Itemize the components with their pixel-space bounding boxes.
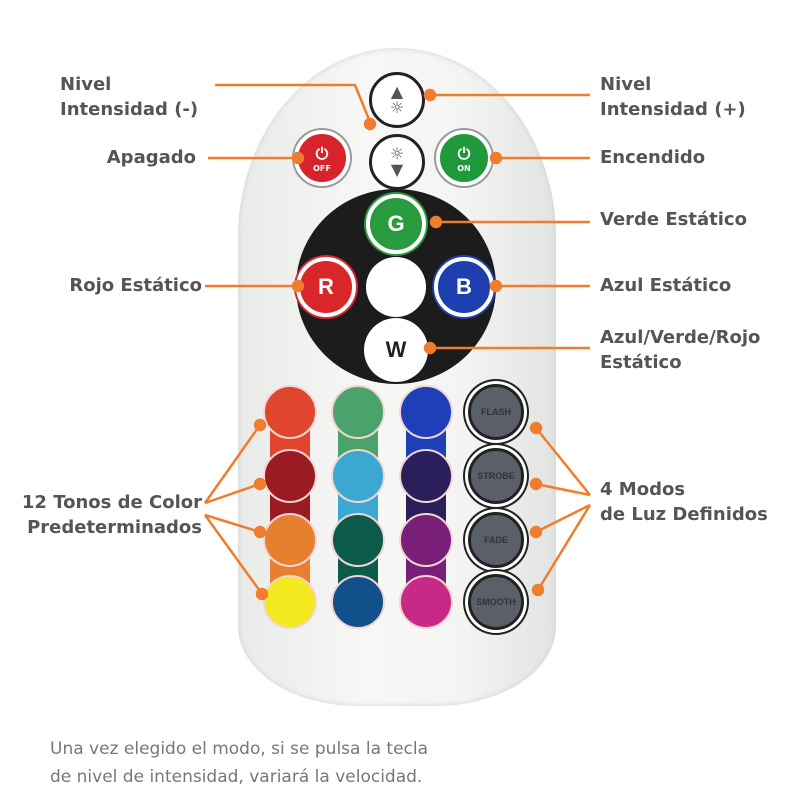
color-button[interactable] xyxy=(399,449,453,503)
fade-button[interactable]: FADE xyxy=(468,512,524,568)
brightness-down-button[interactable]: ☼▼ xyxy=(369,134,425,190)
color-button[interactable] xyxy=(399,513,453,567)
sun-icon: ☼ xyxy=(389,98,405,117)
color-button[interactable] xyxy=(263,575,317,629)
color-button[interactable] xyxy=(263,449,317,503)
red-button[interactable]: R xyxy=(296,257,356,317)
label-off: Apagado xyxy=(106,147,196,168)
on-button[interactable]: ⏻ON xyxy=(436,130,492,186)
brightness-up-button[interactable]: ▲☼ xyxy=(369,72,425,128)
green-button[interactable]: G xyxy=(366,194,426,254)
label-green: Verde Estático xyxy=(600,209,747,230)
color-button[interactable] xyxy=(263,385,317,439)
color-button[interactable] xyxy=(331,575,385,629)
label-blue: Azul Estático xyxy=(600,275,732,296)
label-on: Encendido xyxy=(600,147,706,168)
sun-icon: ☼ xyxy=(389,144,405,163)
label-red: Rojo Estático xyxy=(69,275,202,296)
color-button[interactable] xyxy=(263,513,317,567)
color-button[interactable] xyxy=(399,575,453,629)
color-button[interactable] xyxy=(331,385,385,439)
power-icon: ⏻ xyxy=(315,143,329,163)
flash-button[interactable]: FLASH xyxy=(468,384,524,440)
up-arrow-icon: ▲ xyxy=(390,82,404,101)
footer-note: Una vez elegido el modo, si se pulsa la … xyxy=(50,739,429,787)
color-button[interactable] xyxy=(399,385,453,439)
center-blank xyxy=(366,257,426,317)
down-arrow-icon: ▼ xyxy=(390,160,404,179)
smooth-button[interactable]: SMOOTH xyxy=(468,574,524,630)
white-button[interactable]: W xyxy=(366,320,426,380)
color-button[interactable] xyxy=(331,449,385,503)
color-button[interactable] xyxy=(331,513,385,567)
strobe-button[interactable]: STROBE xyxy=(468,448,524,504)
power-icon: ⏻ xyxy=(457,143,471,163)
